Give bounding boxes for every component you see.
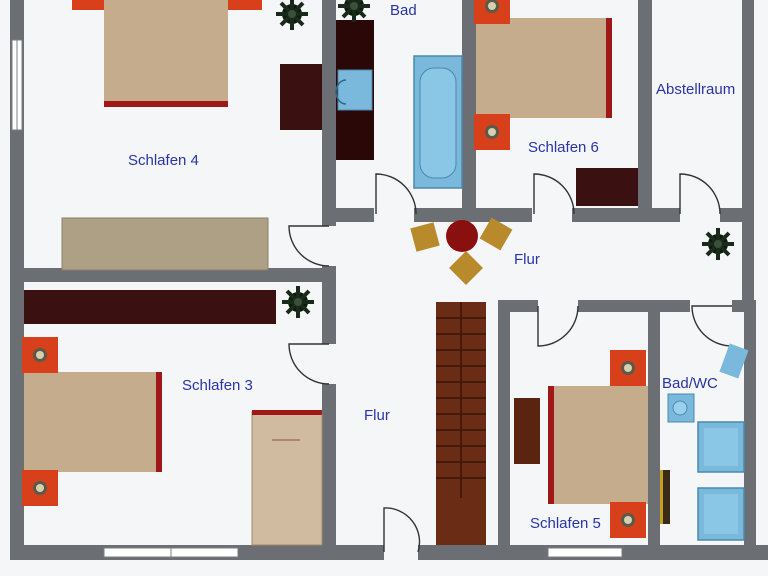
bed xyxy=(476,18,608,118)
shelf xyxy=(660,470,670,524)
room-label-badwc: Bad/WC xyxy=(662,375,718,392)
badwc-furniture xyxy=(660,343,749,541)
room-label-schlafen3: Schlafen 3 xyxy=(182,377,253,394)
lamp-icon xyxy=(22,470,58,506)
schlafen5-furniture xyxy=(514,350,648,538)
wall-s5-bad xyxy=(648,300,660,560)
cabinet xyxy=(576,168,638,206)
wall-bad-schlafen6 xyxy=(462,0,476,222)
room-label-schlafen6: Schlafen 6 xyxy=(528,139,599,156)
lamp-icon xyxy=(474,114,510,150)
bad-furniture xyxy=(335,0,463,189)
room-label-schlafen5: Schlafen 5 xyxy=(530,515,601,532)
schlafen3-furniture xyxy=(22,284,323,546)
schlafen6-furniture xyxy=(474,0,638,206)
lamp-icon xyxy=(22,337,58,373)
lamp-icon xyxy=(474,0,510,24)
nightstand xyxy=(514,398,540,464)
lamp-icon xyxy=(610,502,646,538)
lamp-icon xyxy=(610,350,646,386)
wall-s5-left xyxy=(498,300,510,560)
windows xyxy=(11,39,623,558)
bed xyxy=(552,386,648,504)
wall-s4-s3 xyxy=(10,268,336,282)
wall-schlafen6-abstell xyxy=(638,0,652,222)
bed xyxy=(104,0,228,104)
shelf xyxy=(24,290,276,324)
wall-right-lower xyxy=(744,300,756,560)
bed xyxy=(24,372,158,472)
door-openings xyxy=(322,208,732,560)
room-label-bad: Bad xyxy=(390,2,417,19)
desk xyxy=(251,411,323,546)
door-swing-icons xyxy=(288,173,733,553)
wardrobe xyxy=(61,217,269,271)
stairs xyxy=(436,302,486,545)
table xyxy=(446,220,478,252)
schlafen4-furniture xyxy=(61,0,322,271)
room-label-schlafen4: Schlafen 4 xyxy=(128,152,199,169)
room-label-flur-upper: Flur xyxy=(514,251,540,268)
room-label-abstellraum: Abstellraum xyxy=(656,81,735,98)
sink xyxy=(719,343,749,379)
room-label-flur-lower: Flur xyxy=(364,407,390,424)
cabinet xyxy=(280,64,322,130)
wall-right-upper xyxy=(742,0,754,300)
room-labels: Bad Abstellraum Schlafen 4 Schlafen 6 Fl… xyxy=(128,2,735,532)
